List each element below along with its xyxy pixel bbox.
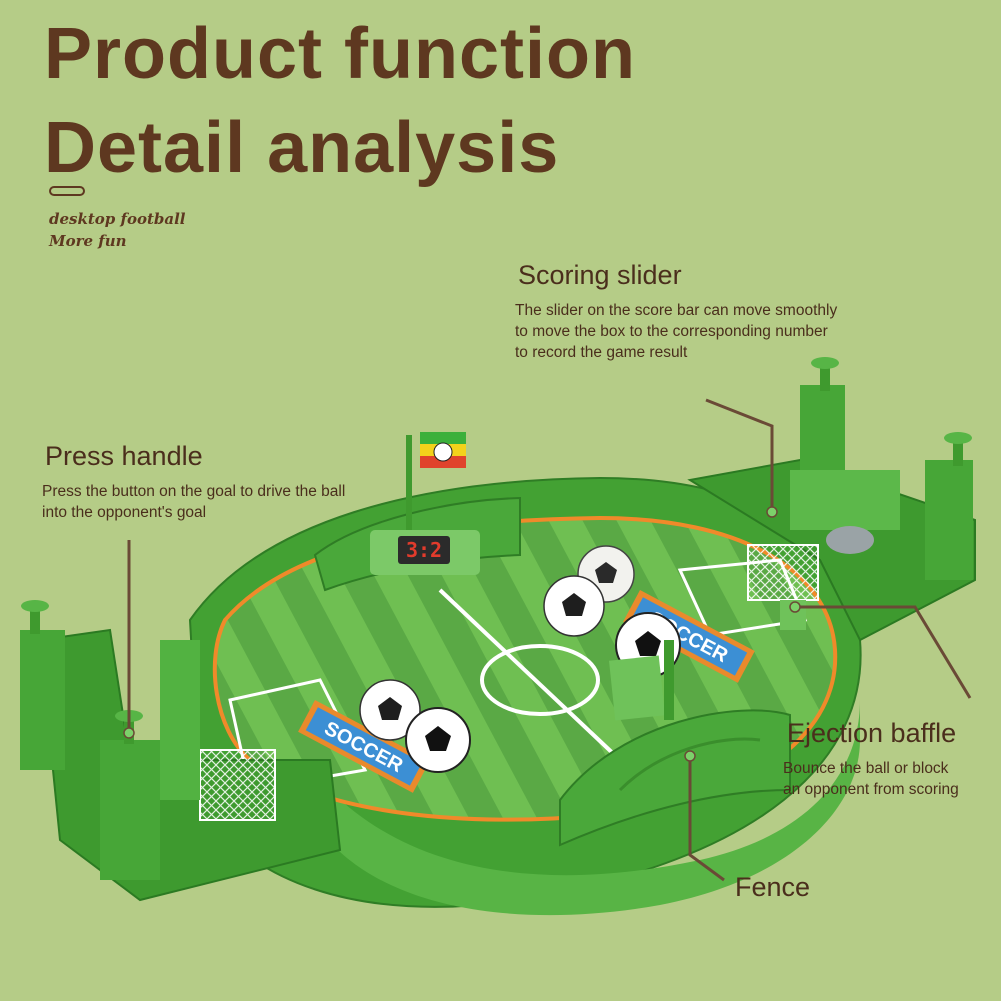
- flag: [406, 432, 466, 530]
- callout-ejection-baffle-title: Ejection baffle: [787, 718, 957, 748]
- left-goal: [20, 628, 342, 902]
- soccer-ball-3: [359, 679, 421, 741]
- callout-press-handle-title: Press handle: [45, 441, 203, 471]
- right-goal: [687, 385, 976, 642]
- scoreboard: 3:2: [313, 496, 521, 592]
- front-fence: [559, 709, 791, 847]
- leader-ejection-baffle: [795, 605, 972, 699]
- score-display: 3:2: [406, 538, 442, 562]
- page-title-line-2: Detail analysis: [44, 108, 560, 188]
- tagline-2: More fun: [49, 232, 127, 250]
- page-title-line-1: Product function: [44, 14, 636, 94]
- leader-scoring-slider: [705, 398, 774, 510]
- leader-lines: [123, 398, 972, 882]
- leader-fence: [688, 758, 725, 882]
- callout-fence-title: Fence: [735, 872, 811, 902]
- callout-press-handle-desc: Press the button on the goal to drive th…: [42, 483, 346, 521]
- callout-scoring-slider-desc: The slider on the score bar can move smo…: [515, 302, 838, 361]
- tagline-1: desktop football: [49, 210, 186, 228]
- callout-scoring-slider-title: Scoring slider: [518, 260, 682, 290]
- soccer-ball-graphic-left: [405, 707, 471, 773]
- press-handle-right: [811, 357, 972, 466]
- soccer-ball-2: [543, 575, 605, 637]
- callout-ejection-baffle-desc: Bounce the ball or block an opponent fro…: [783, 760, 959, 798]
- pill-divider: [49, 186, 85, 196]
